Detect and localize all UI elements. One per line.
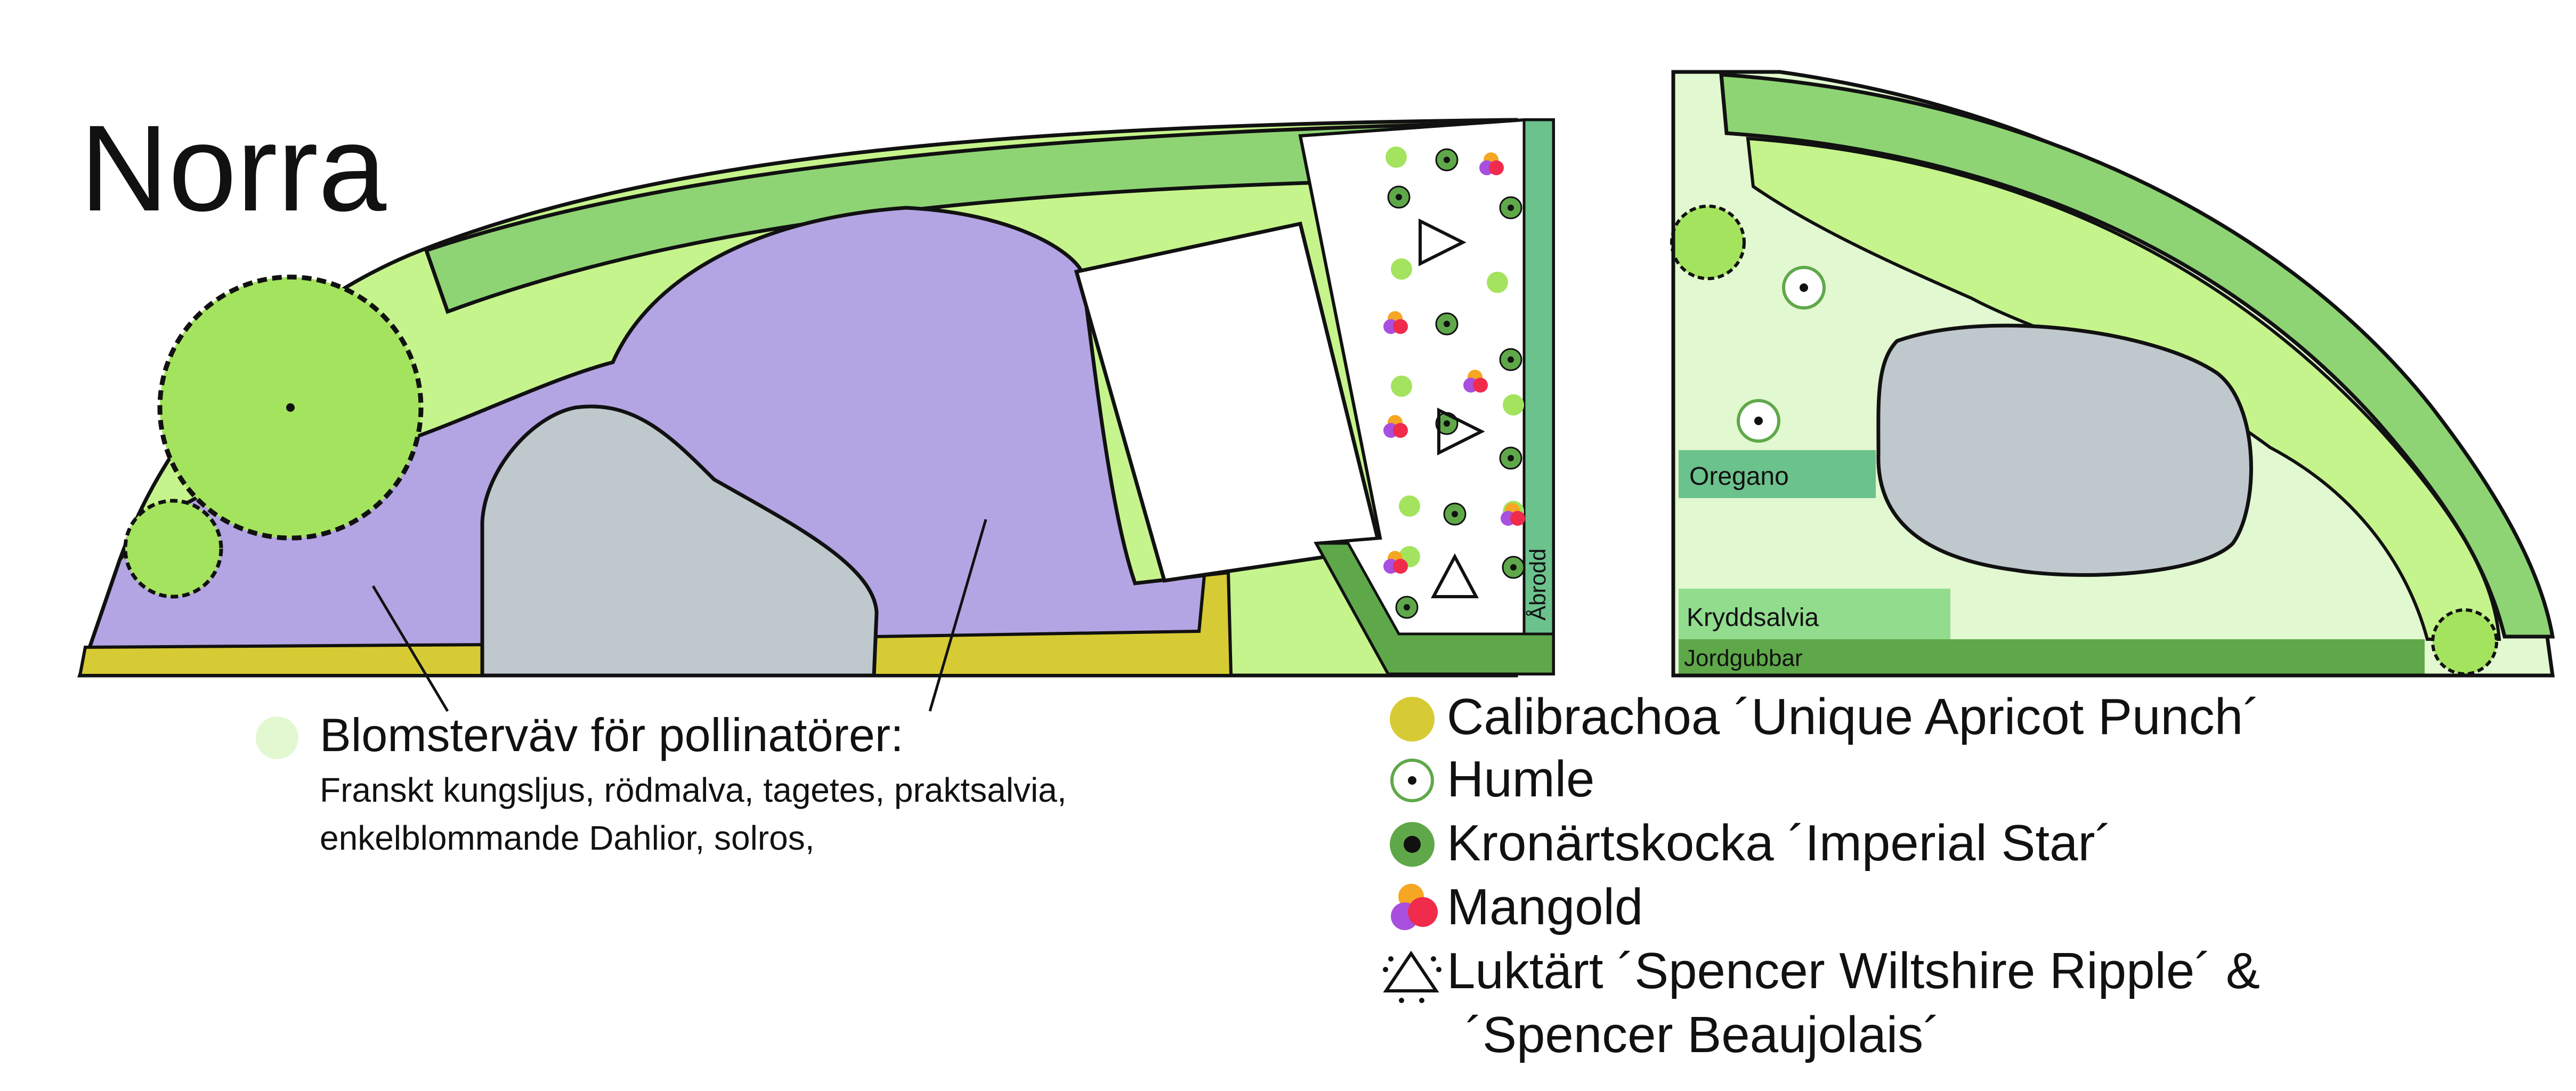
legend-label-continued: ´Spencer Beaujolais´ — [1465, 1006, 1940, 1063]
pollinator-species-line: Franskt kungsljus, rödmalva, tagetes, pr… — [320, 771, 1067, 809]
lawn-band — [1746, 136, 2501, 641]
rock — [1876, 323, 2253, 577]
humle-icon-dot — [1408, 776, 1416, 785]
vegetable-bed: Åbrodd — [1298, 118, 1555, 675]
pointer-line — [928, 519, 987, 712]
shrub — [2431, 608, 2498, 675]
legend-label: Luktärt ´Spencer Wiltshire Ripple´ & — [1447, 942, 2260, 999]
pollinator-heading: Blomsterväv för pollinatörer: — [320, 709, 904, 761]
calibrachoa-border — [78, 642, 492, 677]
legend-label: Mangold — [1447, 878, 1643, 935]
rock — [480, 404, 879, 678]
mangold-icon — [1391, 884, 1438, 930]
corner-edge — [1314, 542, 1555, 675]
pollinator-species-line: enkelblommande Dahlior, solros, — [320, 819, 814, 857]
legend-label: Kronärtskocka ´Imperial Star´ — [1447, 815, 2112, 872]
lime-dots — [1386, 146, 1524, 567]
left-garden — [77, 118, 1518, 712]
kronartskocka-icon-dot — [1404, 836, 1421, 853]
jordgubbar-bed — [1679, 639, 2425, 675]
kryddsalvia-label: Kryddsalvia — [1687, 604, 1819, 632]
shrub — [123, 499, 223, 599]
pollinator-legend: Blomsterväv för pollinatörer: Franskt ku… — [256, 709, 1067, 857]
mangold-icon — [1383, 152, 1525, 574]
jordgubbar-label: Jordgubbar — [1684, 645, 1803, 671]
plant-legend: Calibrachoa ´Unique Apricot Punch´ Humle… — [1383, 688, 2260, 1063]
oregano-bed — [1679, 450, 1876, 498]
legend-label: Humle — [1447, 751, 1594, 808]
humle-icon — [1737, 266, 1826, 443]
luktart-icon — [1383, 950, 1441, 1003]
page-title: Norra — [80, 100, 386, 237]
kronartskocka-icon — [1387, 148, 1525, 619]
kryddsalvia-bed — [1679, 589, 1950, 639]
legend-label: Calibrachoa ´Unique Apricot Punch´ — [1447, 688, 2260, 745]
right-garden-outline — [1671, 72, 2553, 678]
plant-symbols — [1383, 146, 1525, 619]
luktart-icon — [1419, 218, 1485, 598]
pollinator-swatch — [256, 717, 298, 759]
hedge-band — [1719, 72, 2555, 639]
oregano-label: Oregano — [1689, 462, 1789, 491]
abrodd-strip — [1522, 118, 1555, 654]
calibrachoa-icon — [1390, 697, 1435, 742]
abrodd-label: Åbrodd — [1525, 549, 1550, 621]
shrub — [1670, 205, 1746, 280]
pointer-line — [371, 585, 449, 712]
right-garden: Oregano Kryddsalvia Jordgubbar — [1670, 70, 2555, 678]
tree-center — [286, 403, 295, 412]
